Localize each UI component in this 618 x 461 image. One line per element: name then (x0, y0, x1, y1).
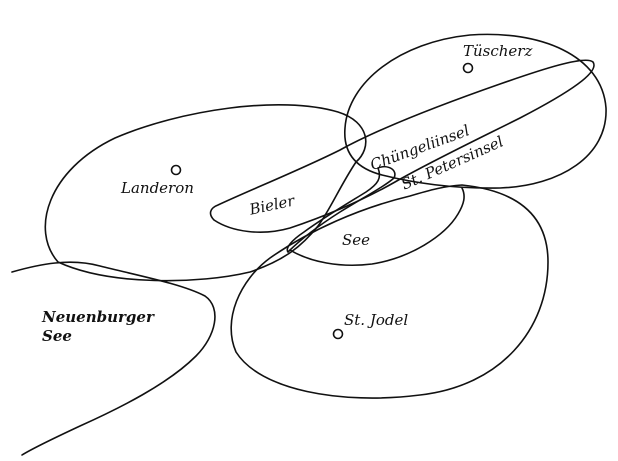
tuescherz-label: Tüscherz (463, 42, 533, 60)
see-lower-outline (289, 187, 465, 267)
landeron-label: Landeron (121, 179, 194, 197)
st-jodel-label: St. Jodel (344, 311, 409, 329)
neuenburger-label-line1: Neuenburger (42, 308, 154, 326)
tuescherz-area (344, 33, 607, 189)
bieler-see-outline (209, 59, 595, 233)
tuescherz-marker (462, 62, 474, 74)
st-jodel-marker (332, 328, 344, 340)
st-jodel-area (230, 184, 549, 399)
see-label: See (342, 231, 371, 249)
landeron-marker (170, 164, 182, 176)
landeron-area (44, 104, 367, 282)
neuenburger-see-shore (11, 261, 216, 456)
neuenburger-label-line2: See (42, 327, 72, 345)
